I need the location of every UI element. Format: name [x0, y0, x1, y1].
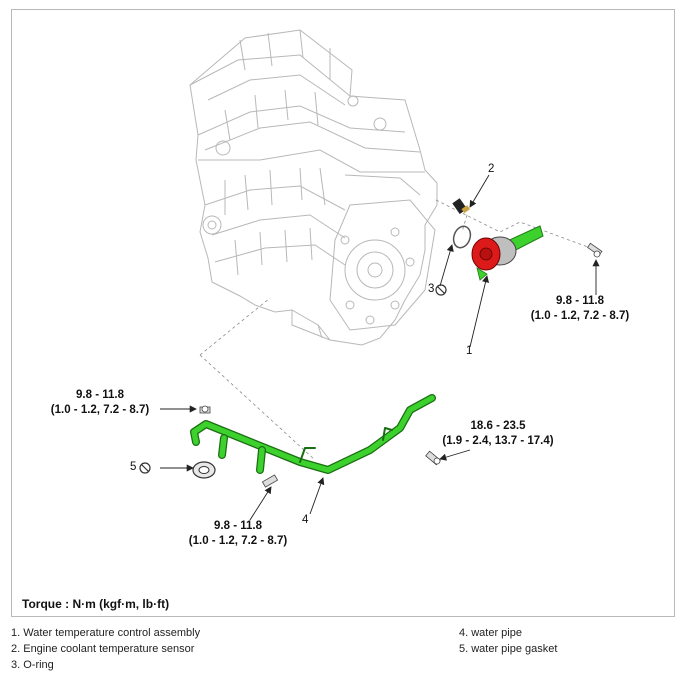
torque-callout-bottom: 9.8 - 11.8 (1.0 - 1.2, 7.2 - 8.7)	[178, 519, 298, 549]
torque-callout-right: 18.6 - 23.5 (1.9 - 2.4, 13.7 - 17.4)	[432, 419, 564, 449]
right-bolt	[425, 450, 441, 466]
torque-callout-left-line1: 9.8 - 11.8	[76, 389, 124, 401]
legend-item: 3. O-ring	[11, 659, 54, 671]
left-bolt	[199, 405, 211, 414]
torque-callout-upper-right-line1: 9.8 - 11.8	[556, 295, 604, 307]
bottom-bolt	[261, 474, 279, 488]
water-pipe-gasket	[192, 461, 216, 479]
part-number-2: 2	[488, 163, 495, 175]
torque-callout-bottom-line2: (1.0 - 1.2, 7.2 - 8.7)	[188, 535, 288, 547]
coolant-temperature-sensor	[452, 198, 470, 215]
water-temperature-control-assembly	[471, 225, 544, 281]
torque-callout-right-line2: (1.9 - 2.4, 13.7 - 17.4)	[442, 435, 554, 447]
part-number-1: 1	[466, 345, 473, 357]
water-pipe	[190, 394, 436, 474]
legend-item: 5. water pipe gasket	[459, 643, 558, 655]
torque-callout-left-line2: (1.0 - 1.2, 7.2 - 8.7)	[50, 404, 150, 416]
legend-item: 4. water pipe	[459, 627, 522, 639]
torque-units-note: Torque : N·m (kgf·m, lb·ft)	[22, 597, 170, 611]
o-ring	[452, 225, 472, 249]
torque-callout-bottom-line1: 9.8 - 11.8	[214, 520, 262, 532]
dashed-leader-lines	[199, 199, 597, 461]
engine-block-drawing	[189, 29, 438, 346]
torque-callout-upper-right-line2: (1.0 - 1.2, 7.2 - 8.7)	[530, 310, 630, 322]
diagram-frame	[11, 9, 675, 617]
torque-callout-left: 9.8 - 11.8 (1.0 - 1.2, 7.2 - 8.7)	[40, 388, 160, 418]
legend-item: 1. Water temperature control assembly	[11, 627, 201, 639]
upper-right-bolt	[586, 242, 603, 258]
legend-item: 2. Engine coolant temperature sensor	[11, 643, 195, 655]
torque-callout-right-line1: 18.6 - 23.5	[470, 420, 526, 432]
do-not-reuse-symbols	[139, 284, 447, 474]
part-number-3: 3	[428, 283, 435, 295]
part-number-4: 4	[302, 514, 309, 526]
callout-leaders	[160, 174, 600, 521]
part-number-5: 5	[130, 461, 137, 473]
torque-callout-upper-right: 9.8 - 11.8 (1.0 - 1.2, 7.2 - 8.7)	[520, 294, 640, 324]
